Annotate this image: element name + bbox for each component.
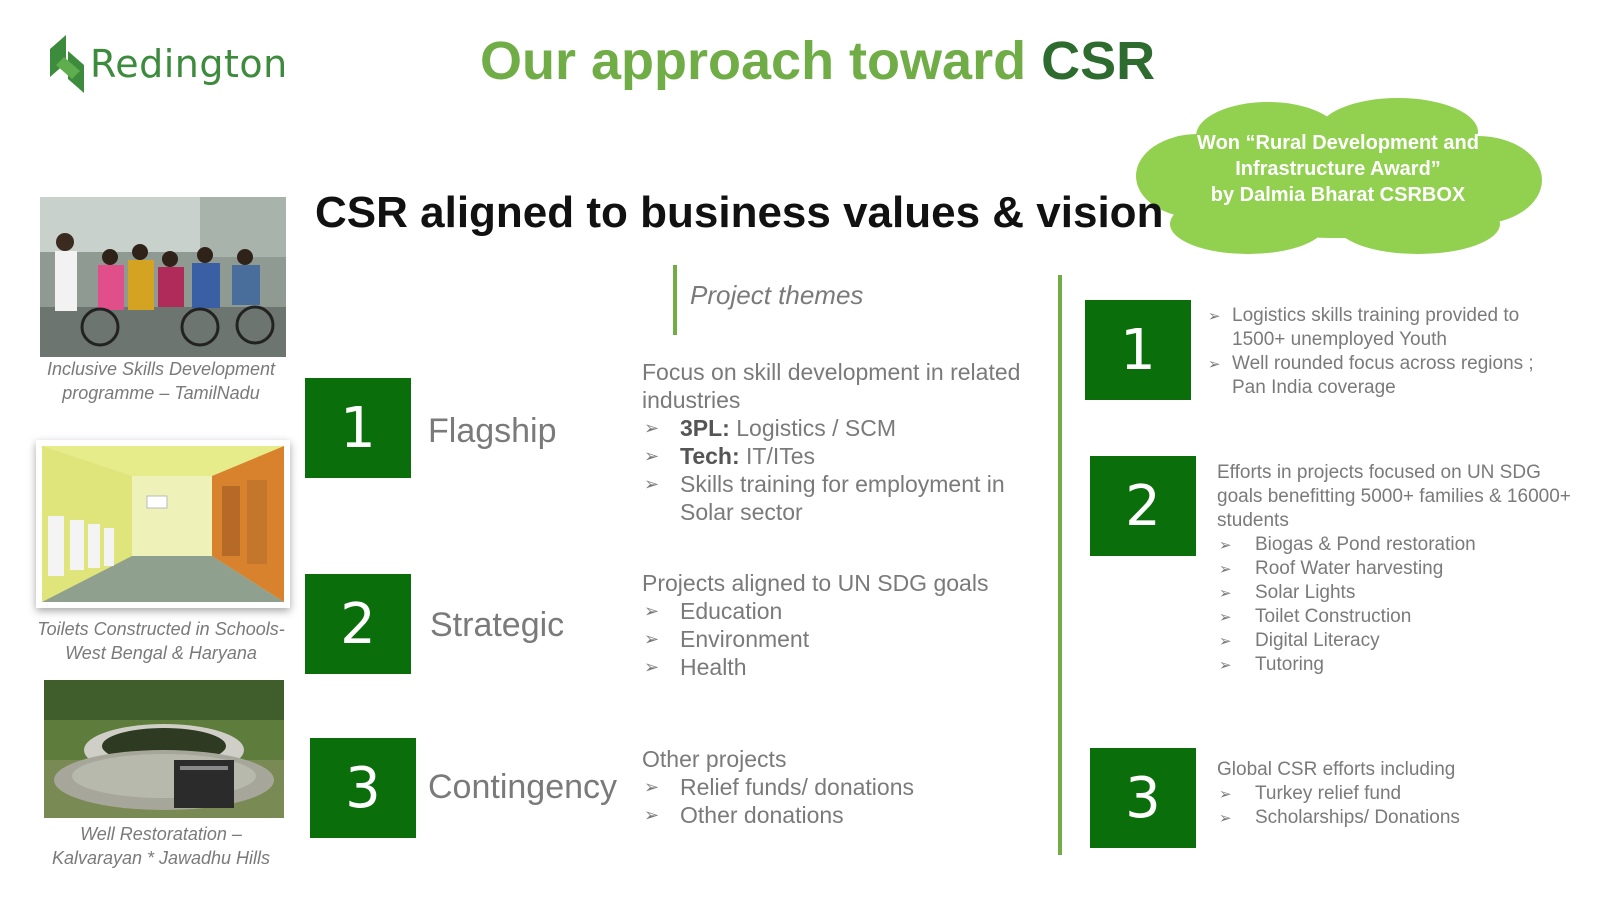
list-item: ➢Turkey relief fund (1217, 782, 1587, 806)
title-main: Our approach toward (480, 31, 1042, 91)
company-logo: Redington (50, 34, 290, 94)
themes-header-bar (673, 265, 677, 335)
list-item: ➢Roof Water harvesting (1217, 557, 1597, 581)
logo-text: Redington (90, 42, 288, 86)
arrow-bullet-icon: ➢ (644, 418, 660, 438)
list-item: ➢Relief funds/ donations (644, 774, 914, 800)
theme-desc-flagship: Focus on skill development in related in… (642, 358, 1052, 526)
outcome-number-box-1: 1 (1085, 300, 1191, 400)
theme-label-flagship: Flagship (428, 412, 557, 450)
award-text: Won “Rural Development and Infrastructur… (1128, 130, 1548, 208)
outcome-number-box-3: 3 (1090, 748, 1196, 848)
outcome-number-box-2: 2 (1090, 456, 1196, 556)
theme-desc-contingency: Other projects ➢Relief funds/ donations … (642, 745, 1052, 829)
list-item: ➢3PL: Logistics / SCM (644, 415, 896, 441)
list-item: ➢Health (644, 654, 747, 680)
redington-logo-icon (50, 35, 84, 93)
list-item: ➢Tech: IT/ITes (644, 443, 816, 469)
arrow-bullet-icon: ➢ (644, 446, 660, 466)
award-cloud: Won “Rural Development and Infrastructur… (1128, 98, 1548, 258)
award-line-1: Won “Rural Development and (1197, 132, 1479, 154)
arrow-bullet-icon: ➢ (644, 474, 660, 494)
arrow-bullet-icon: ➢ (1219, 633, 1232, 650)
list-item: ➢Environment (644, 626, 810, 652)
photo-caption-3: Well Restoratation – Kalvarayan * Jawadh… (51, 824, 271, 868)
award-line-3: by Dalmia Bharat CSRBOX (1210, 184, 1466, 206)
arrow-bullet-icon: ➢ (644, 601, 660, 621)
theme-number-box-1: 1 (305, 378, 411, 478)
section-subtitle: CSR aligned to business values & vision (315, 188, 1164, 237)
arrow-bullet-icon: ➢ (1208, 356, 1221, 373)
arrow-bullet-icon: ➢ (644, 805, 660, 825)
outcome-desc-3: Global CSR efforts including ➢Turkey rel… (1217, 758, 1587, 830)
list-item: ➢Scholarships/ Donations (1217, 806, 1587, 830)
arrow-bullet-icon: ➢ (644, 629, 660, 649)
list-item: ➢Toilet Construction (1217, 605, 1597, 629)
title-emphasis: CSR (1041, 31, 1156, 91)
list-item: ➢Education (644, 598, 783, 624)
cloud-shape (1136, 98, 1542, 254)
theme-label-strategic: Strategic (430, 606, 565, 644)
theme-number-box-3: 3 (310, 738, 416, 838)
photo-toilets (42, 446, 284, 602)
arrow-bullet-icon: ➢ (1219, 537, 1232, 554)
arrow-bullet-icon: ➢ (1219, 609, 1232, 626)
list-item: ➢Digital Literacy (1217, 629, 1597, 653)
vertical-divider (1058, 275, 1062, 855)
arrow-bullet-icon: ➢ (1208, 308, 1221, 325)
arrow-bullet-icon: ➢ (1219, 585, 1232, 602)
theme-label-contingency: Contingency (428, 768, 618, 806)
theme-desc-strategic: Projects aligned to UN SDG goals ➢Educat… (642, 569, 1052, 681)
photo-caption-1: Inclusive Skills Development programme –… (46, 359, 276, 403)
outcome-desc-2: Efforts in projects focused on UN SDG go… (1217, 461, 1597, 677)
photo-caption-2: Toilets Constructed in Schools- West Ben… (37, 619, 285, 663)
list-item: ➢Other donations (644, 802, 844, 828)
photo-well (44, 680, 284, 818)
list-item: ➢Well rounded focus across regions ;Pan … (1208, 353, 1534, 398)
photo-skills-programme (40, 197, 286, 357)
themes-header: Project themes (690, 280, 864, 310)
page-title: Our approach toward CSR (480, 30, 1155, 92)
list-item: ➢Tutoring (1217, 653, 1597, 677)
arrow-bullet-icon: ➢ (644, 657, 660, 677)
arrow-bullet-icon: ➢ (1219, 657, 1232, 674)
list-item: ➢Biogas & Pond restoration (1217, 533, 1597, 557)
arrow-bullet-icon: ➢ (644, 777, 660, 797)
theme-number-box-2: 2 (305, 574, 411, 674)
arrow-bullet-icon: ➢ (1219, 561, 1232, 578)
award-line-2: Infrastructure Award” (1235, 158, 1441, 180)
arrow-bullet-icon: ➢ (1219, 786, 1232, 803)
list-item: ➢Solar Lights (1217, 581, 1597, 605)
arrow-bullet-icon: ➢ (1219, 810, 1232, 827)
